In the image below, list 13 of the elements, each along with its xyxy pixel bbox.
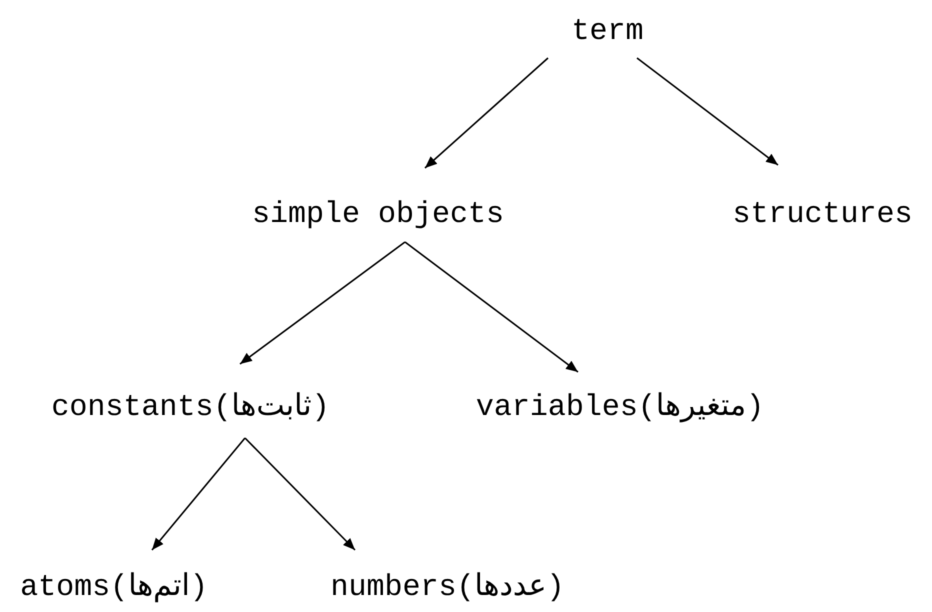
arrow — [404, 241, 578, 373]
node-label: constants(ثابت‌ها) — [50, 391, 331, 425]
node-label: numbers(عددها) — [330, 571, 565, 605]
arrow — [424, 57, 549, 169]
arrow — [244, 437, 356, 551]
node-label: atoms(اتم‌ها) — [19, 571, 209, 605]
node-label: term — [570, 15, 644, 49]
node-label: variables(متغیرها) — [474, 391, 766, 425]
arrow — [240, 241, 406, 365]
arrow — [151, 437, 246, 551]
arrow — [636, 57, 778, 166]
node-label: simple objects — [250, 198, 506, 232]
node-label: structures — [731, 198, 914, 232]
